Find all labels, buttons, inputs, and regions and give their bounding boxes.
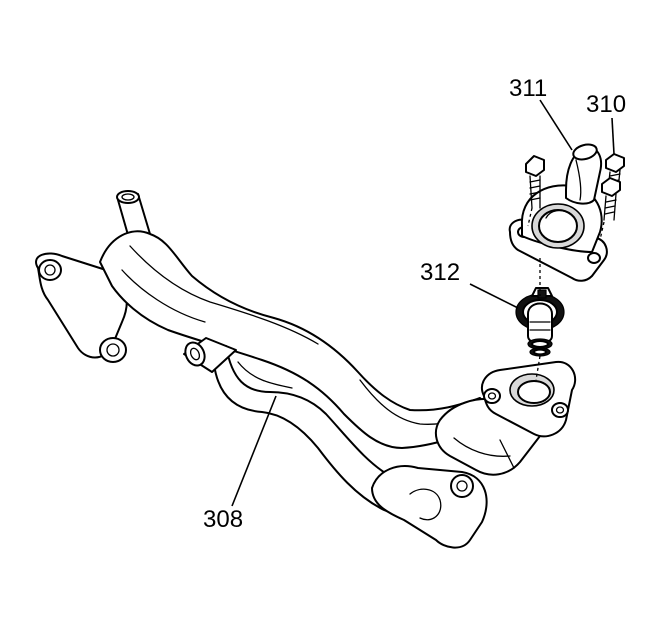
callout-308-label: 308 [203,506,243,533]
thermostat [515,287,565,357]
callout-310-label: 310 [586,91,626,118]
thermostat-housing [508,143,608,282]
callout-312-label: 312 [420,259,460,286]
bolts [525,153,625,221]
callout-308-leader [231,395,277,507]
callouts: 311 310 312 308 [203,75,626,533]
callout-310-leader [611,117,615,155]
callout-311-label: 311 [509,75,547,102]
assembly-center-lines [527,207,605,381]
callout-312-leader [469,283,519,309]
water-pipe-assembly [35,190,577,549]
callout-311-leader [539,99,573,151]
